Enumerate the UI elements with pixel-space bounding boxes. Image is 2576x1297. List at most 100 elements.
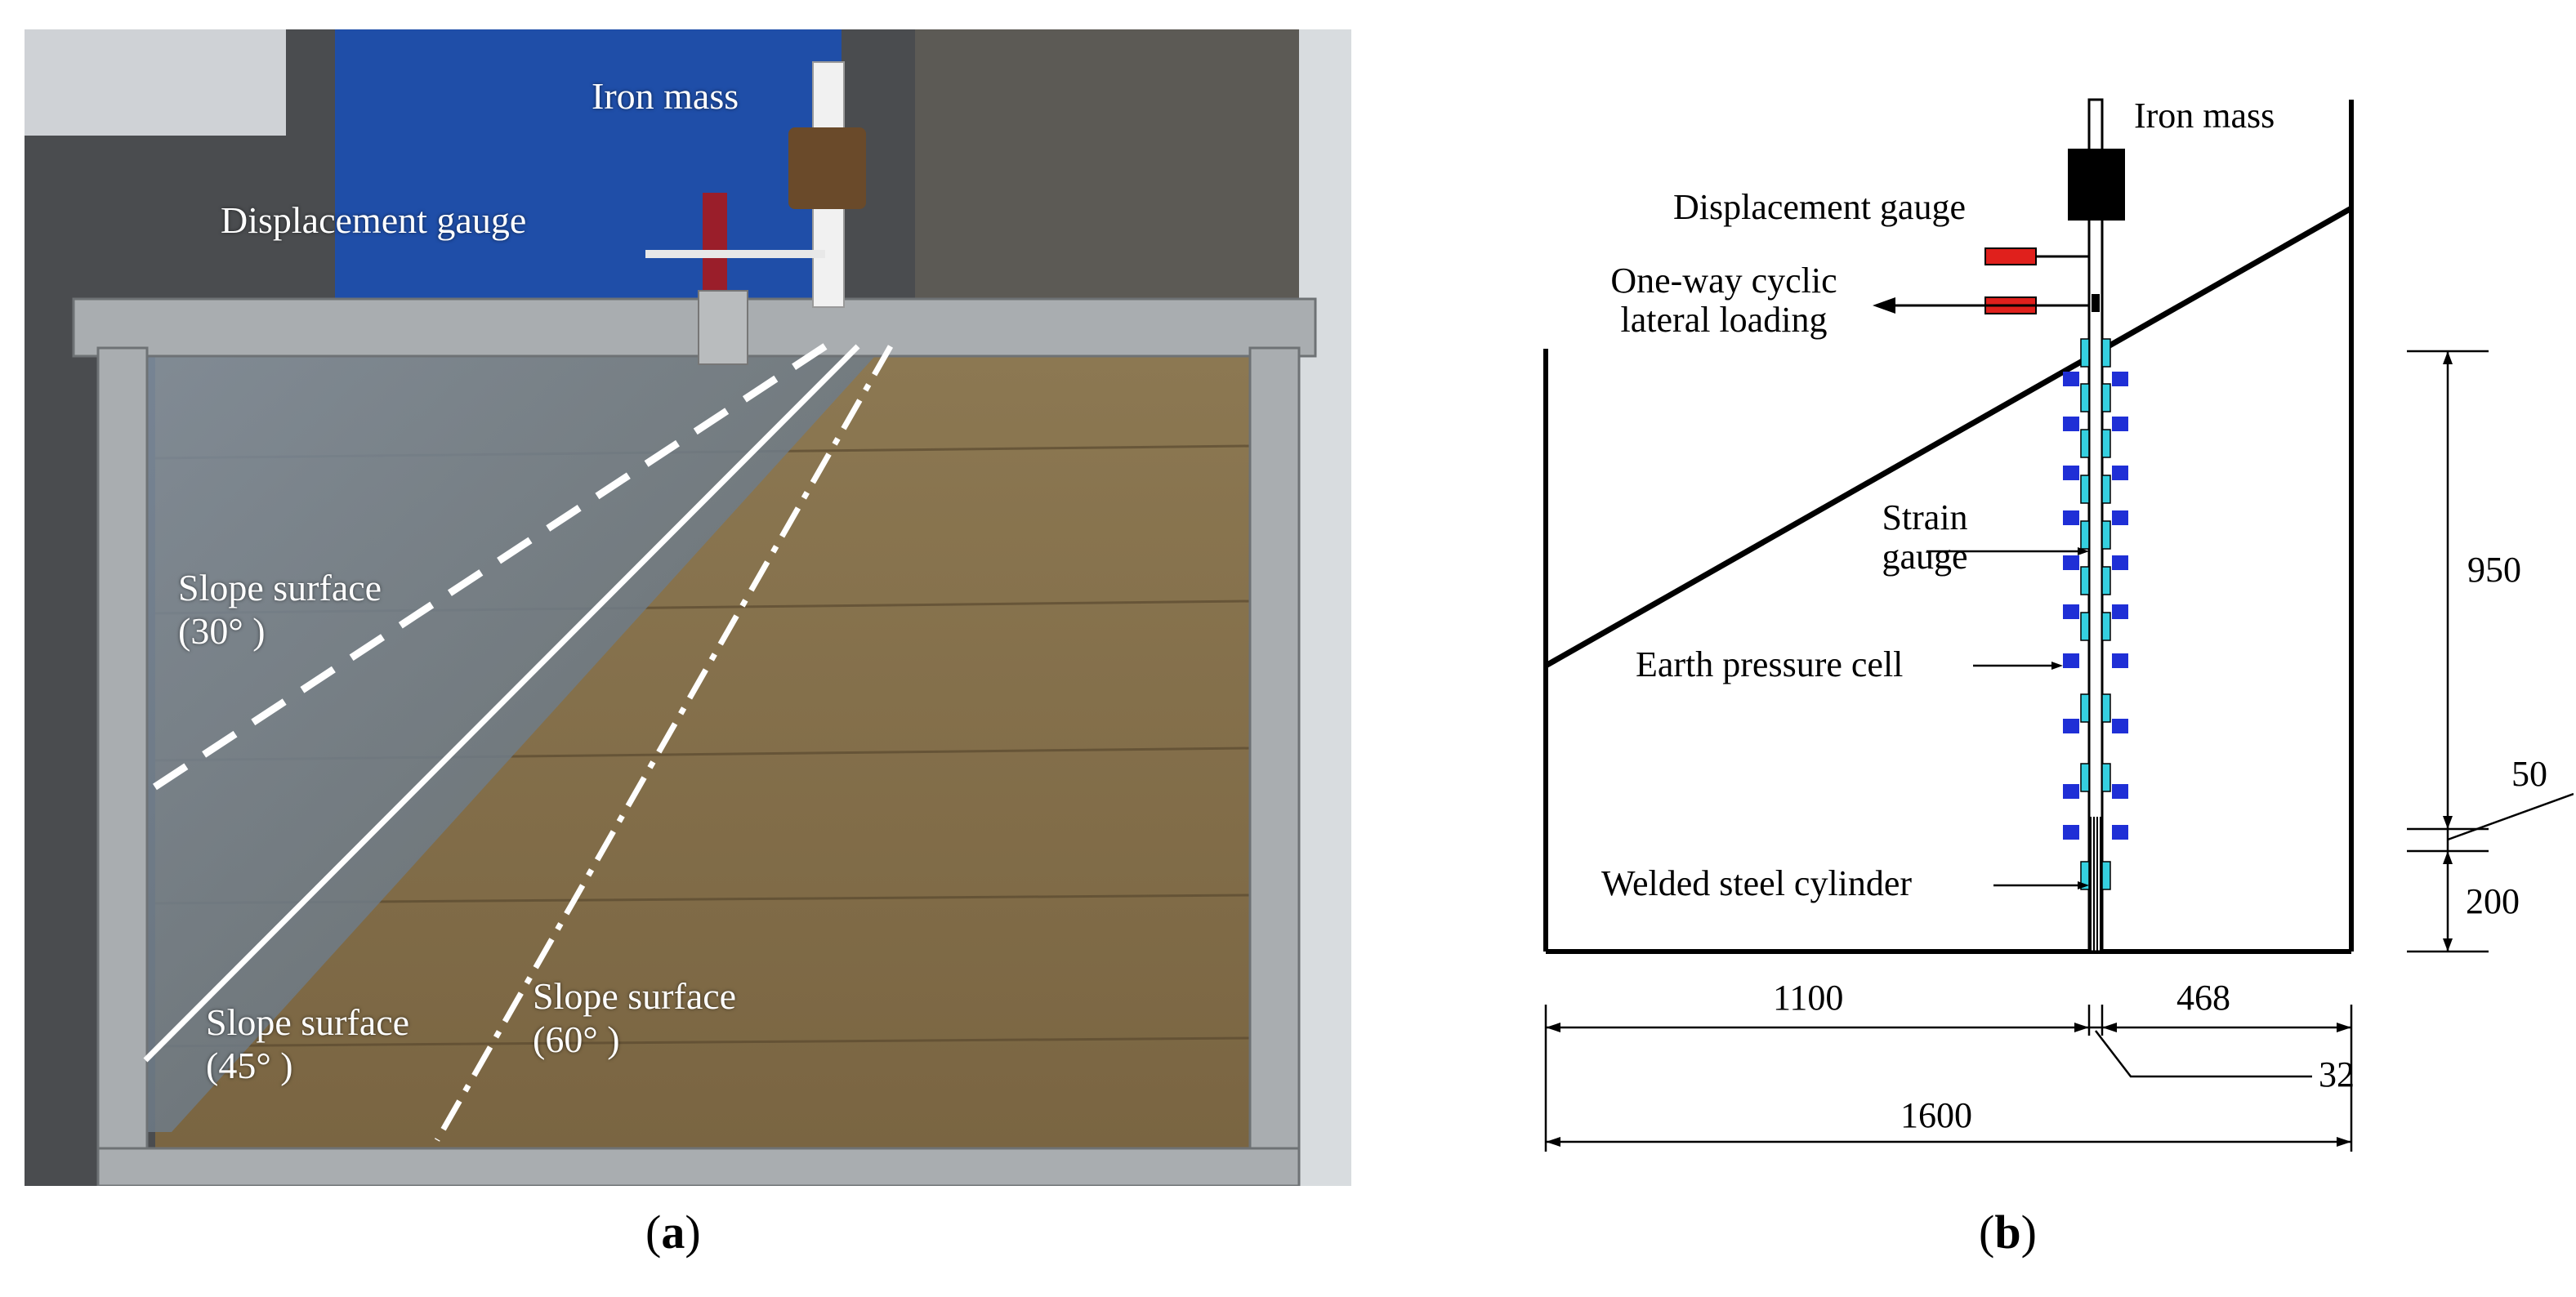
strain-gauge-8-right	[2101, 693, 2111, 723]
earth-pressure-cell-4-left	[2063, 510, 2079, 525]
steel-frame	[72, 297, 1317, 1186]
label-loading-line1: One-way cyclic	[1610, 261, 1837, 301]
strain-gauge-10-right	[2101, 861, 2111, 890]
dim-950-arrow-top	[2443, 351, 2453, 364]
earth-pressure-cell-6-right	[2112, 604, 2128, 619]
label-slope-60-line1: Slope surface	[533, 975, 737, 1017]
strain-gauge-1-right	[2101, 338, 2111, 368]
label-slope-60: Slope surface (60° )	[533, 975, 736, 1062]
earth-pressure-cell-2-right	[2112, 417, 2128, 431]
iron-mass-block	[788, 127, 866, 209]
strain-gauge-group	[2080, 338, 2111, 890]
displacement-gauge-body	[703, 193, 727, 299]
strain-gauge-3-right	[2101, 429, 2111, 458]
dim-50: 50	[2511, 754, 2547, 794]
photo-panel: Iron mass Displacement gauge Slope surfa…	[25, 29, 1351, 1186]
caption-a-letter: a	[661, 1206, 685, 1259]
window-shutter	[25, 29, 286, 136]
glass-front-panel	[139, 348, 882, 1132]
slope-surface-line	[1544, 205, 2353, 669]
label-slope-30: Slope surface (30° )	[178, 567, 382, 653]
label-strain-gauge: Strain gauge	[1868, 497, 1982, 577]
label-iron-mass: Iron mass	[2134, 96, 2275, 136]
earth-pressure-cell-2-left	[2063, 417, 2079, 431]
earth-pressure-cell-6-left	[2063, 604, 2079, 619]
label-slope-45-line1: Slope surface	[206, 1001, 410, 1043]
strain-gauge-4-left	[2080, 475, 2090, 504]
dim-468: 468	[2176, 978, 2230, 1018]
label-loading-line2: lateral loading	[1620, 300, 1828, 341]
earth-pressure-cell-10-right	[2112, 825, 2128, 840]
strain-gauge-1-left	[2080, 338, 2090, 368]
model-box	[1543, 100, 2354, 954]
earth-pressure-cell-5-left	[2063, 555, 2079, 570]
strain-gauge-7-right	[2101, 612, 2111, 641]
label-iron-mass-photo: Iron mass	[592, 75, 739, 117]
dim-468-arrow-left	[2102, 1023, 2117, 1032]
dim-950-arrow-bottom	[2443, 816, 2453, 829]
earth-pressure-cell-3-right	[2112, 466, 2128, 480]
strain-gauge-5-left	[2080, 520, 2090, 550]
strain-gauge-2-right	[2101, 383, 2111, 412]
dim-32: 32	[2319, 1054, 2355, 1094]
welded-steel-cylinder-hatch	[2090, 817, 2101, 952]
caption-a: (a)	[645, 1206, 701, 1259]
earth-pressure-cell-10-left	[2063, 825, 2079, 840]
earth-pressure-cell-3-left	[2063, 466, 2079, 480]
photo-illustration	[25, 29, 1351, 1186]
earth-pressure-cell-group	[2063, 372, 2128, 840]
earth-pressure-cell-8-left	[2063, 719, 2079, 733]
strain-gauge-8-left	[2080, 693, 2090, 723]
strain-gauge-2-left	[2080, 383, 2090, 412]
label-slope-60-line2: (60° )	[533, 1018, 620, 1060]
label-slope-45: Slope surface (45° )	[206, 1001, 409, 1088]
earth-pressure-cell-8-right	[2112, 719, 2128, 733]
label-slope-30-line2: (30° )	[178, 609, 266, 652]
strain-gauge-3-left	[2080, 429, 2090, 458]
leader-welded-cylinder-head	[2078, 881, 2089, 889]
steel-mesh-plate	[915, 29, 1307, 323]
dim-1600-arrow-right	[2337, 1137, 2351, 1147]
loading-arrow-head	[1873, 297, 1895, 314]
label-slope-45-line2: (45° )	[206, 1044, 293, 1086]
diagram-panel: Iron mass Displacement gauge One-way cyc…	[1495, 65, 2574, 1176]
horizontal-dimensions	[1544, 1005, 2353, 1152]
earth-pressure-cell-1-left	[2063, 372, 2079, 386]
iron-mass-block	[2068, 149, 2125, 221]
label-welded-steel-cylinder: Welded steel cylinder	[1601, 863, 1913, 903]
label-earth-pressure-cell: Earth pressure cell	[1636, 644, 1904, 684]
label-displacement-gauge-photo: Displacement gauge	[221, 199, 527, 241]
loading-point-marker	[2092, 294, 2100, 312]
strain-gauge-4-right	[2101, 475, 2111, 504]
leader-strain-gauge-head	[2078, 547, 2089, 555]
right-wall	[1299, 29, 1351, 1186]
dim-468-arrow-right	[2337, 1023, 2351, 1032]
label-strain-gauge-line2: gauge	[1882, 537, 1968, 577]
label-strain-gauge-line1: Strain	[1882, 497, 1968, 537]
earth-pressure-cell-7-right	[2112, 653, 2128, 668]
dim-950: 950	[2467, 550, 2521, 590]
dim-1600-arrow-left	[1546, 1137, 1560, 1147]
schematic-drawing	[1543, 98, 2574, 1152]
leader-earth-pressure-cell-head	[2051, 662, 2063, 670]
strain-gauge-6-right	[2101, 566, 2111, 595]
label-loading: One-way cyclic lateral loading	[1577, 261, 1871, 341]
strain-gauge-9-right	[2101, 763, 2111, 792]
strain-gauge-7-left	[2080, 612, 2090, 641]
dim-1600: 1600	[1900, 1095, 1972, 1135]
caption-b: (b)	[1979, 1206, 2037, 1259]
strain-gauge-5-right	[2101, 520, 2111, 550]
dim-1100-arrow-right	[2074, 1023, 2089, 1032]
displacement-gauge-arm	[645, 250, 825, 258]
slope-line-45deg	[143, 344, 860, 1063]
displacement-gauge-upper	[1984, 247, 2037, 265]
label-slope-30-line1: Slope surface	[178, 567, 382, 608]
earth-pressure-cell-1-right	[2112, 372, 2128, 386]
slope-line-30deg	[143, 343, 828, 796]
dim-1100: 1100	[1773, 978, 1844, 1018]
dim-1100-arrow-left	[1546, 1023, 1560, 1032]
dim-200-arrow-top	[2443, 851, 2453, 864]
strain-gauge-9-left	[2080, 763, 2090, 792]
caption-b-letter: b	[1994, 1206, 2021, 1259]
strain-gauge-10-left	[2080, 861, 2090, 890]
